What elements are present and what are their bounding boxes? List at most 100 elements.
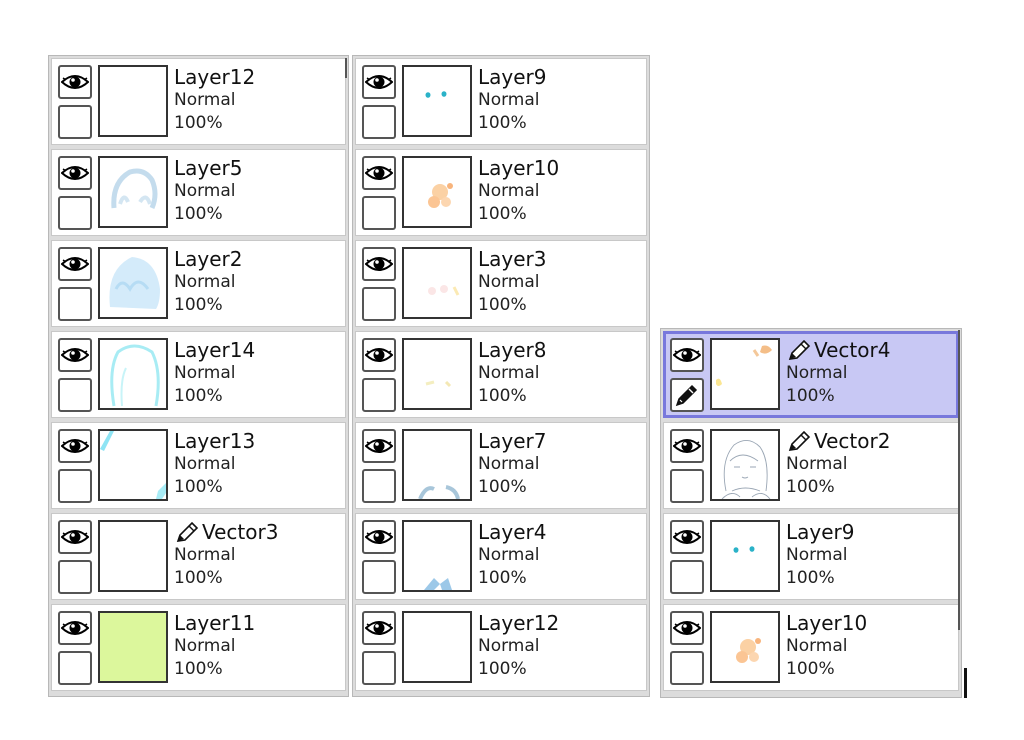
- layer-thumbnail[interactable]: [402, 247, 472, 319]
- lock-checkbox[interactable]: [362, 651, 396, 685]
- lock-checkbox[interactable]: [58, 651, 92, 685]
- layer-name: Layer7: [478, 429, 547, 453]
- blend-mode: Normal: [174, 181, 236, 201]
- lock-checkbox[interactable]: [362, 469, 396, 503]
- layer-thumbnail[interactable]: [710, 611, 780, 683]
- eye-icon[interactable]: [58, 65, 92, 99]
- layer-thumbnail[interactable]: [98, 338, 168, 410]
- layer-thumbnail[interactable]: [402, 338, 472, 410]
- eye-icon[interactable]: [670, 429, 704, 463]
- blend-mode: Normal: [174, 90, 236, 110]
- scrollbar-divider-2[interactable]: [958, 330, 960, 630]
- layer-thumbnail[interactable]: [98, 65, 168, 137]
- blend-mode: Normal: [478, 454, 540, 474]
- lock-checkbox[interactable]: [670, 469, 704, 503]
- blend-mode: Normal: [786, 636, 848, 656]
- lock-checkbox[interactable]: [58, 287, 92, 321]
- layer-thumbnail[interactable]: [710, 338, 780, 410]
- layer-thumbnail[interactable]: [98, 520, 168, 592]
- resize-handle[interactable]: [964, 668, 967, 698]
- eye-icon[interactable]: [362, 611, 396, 645]
- blend-mode: Normal: [174, 272, 236, 292]
- layer-thumbnail[interactable]: [402, 611, 472, 683]
- lock-checkbox[interactable]: [58, 196, 92, 230]
- eye-icon[interactable]: [362, 65, 396, 99]
- opacity-value: 100%: [786, 386, 835, 406]
- lock-checkbox[interactable]: [670, 560, 704, 594]
- eye-icon[interactable]: [362, 520, 396, 554]
- layer-name-row: Vector3: [174, 520, 278, 544]
- layer-thumbnail[interactable]: [710, 429, 780, 501]
- eye-icon[interactable]: [670, 520, 704, 554]
- lock-checkbox[interactable]: [58, 105, 92, 139]
- layer-name-row: Vector4: [786, 338, 890, 362]
- lock-checkbox[interactable]: [58, 378, 92, 412]
- eye-icon[interactable]: [362, 247, 396, 281]
- eye-icon[interactable]: [362, 338, 396, 372]
- layer-thumbnail[interactable]: [710, 520, 780, 592]
- blend-mode: Normal: [786, 454, 848, 474]
- lock-checkbox[interactable]: [362, 196, 396, 230]
- layer-thumbnail[interactable]: [402, 429, 472, 501]
- lock-checkbox[interactable]: [362, 378, 396, 412]
- opacity-value: 100%: [478, 386, 527, 406]
- eye-icon[interactable]: [58, 520, 92, 554]
- layer-thumbnail[interactable]: [402, 520, 472, 592]
- lock-checkbox[interactable]: [670, 651, 704, 685]
- eye-icon[interactable]: [362, 429, 396, 463]
- layer-thumbnail[interactable]: [402, 156, 472, 228]
- eye-icon[interactable]: [670, 338, 704, 372]
- eye-icon[interactable]: [362, 156, 396, 190]
- layer-name-row: Layer8: [478, 338, 547, 362]
- eye-icon[interactable]: [670, 611, 704, 645]
- lock-checkbox[interactable]: [362, 560, 396, 594]
- layer-thumbnail[interactable]: [98, 247, 168, 319]
- layer-name-row: Layer9: [478, 65, 547, 89]
- eye-icon[interactable]: [58, 338, 92, 372]
- eye-icon[interactable]: [58, 247, 92, 281]
- pen-icon: [174, 521, 200, 543]
- layer-thumbnail[interactable]: [98, 429, 168, 501]
- layer-thumbnail[interactable]: [402, 65, 472, 137]
- scrollbar-divider-1[interactable]: [345, 58, 347, 78]
- opacity-value: 100%: [786, 659, 835, 679]
- lock-checkbox[interactable]: [362, 287, 396, 321]
- opacity-value: 100%: [174, 113, 223, 133]
- pen-icon[interactable]: [670, 378, 704, 412]
- layer-thumbnail[interactable]: [98, 156, 168, 228]
- layer-name: Layer9: [478, 65, 547, 89]
- lock-checkbox[interactable]: [58, 469, 92, 503]
- layer-thumbnail[interactable]: [98, 611, 168, 683]
- eye-icon[interactable]: [58, 156, 92, 190]
- eye-icon[interactable]: [58, 611, 92, 645]
- lock-checkbox[interactable]: [58, 560, 92, 594]
- eye-icon[interactable]: [58, 429, 92, 463]
- opacity-value: 100%: [786, 568, 835, 588]
- lock-checkbox[interactable]: [362, 105, 396, 139]
